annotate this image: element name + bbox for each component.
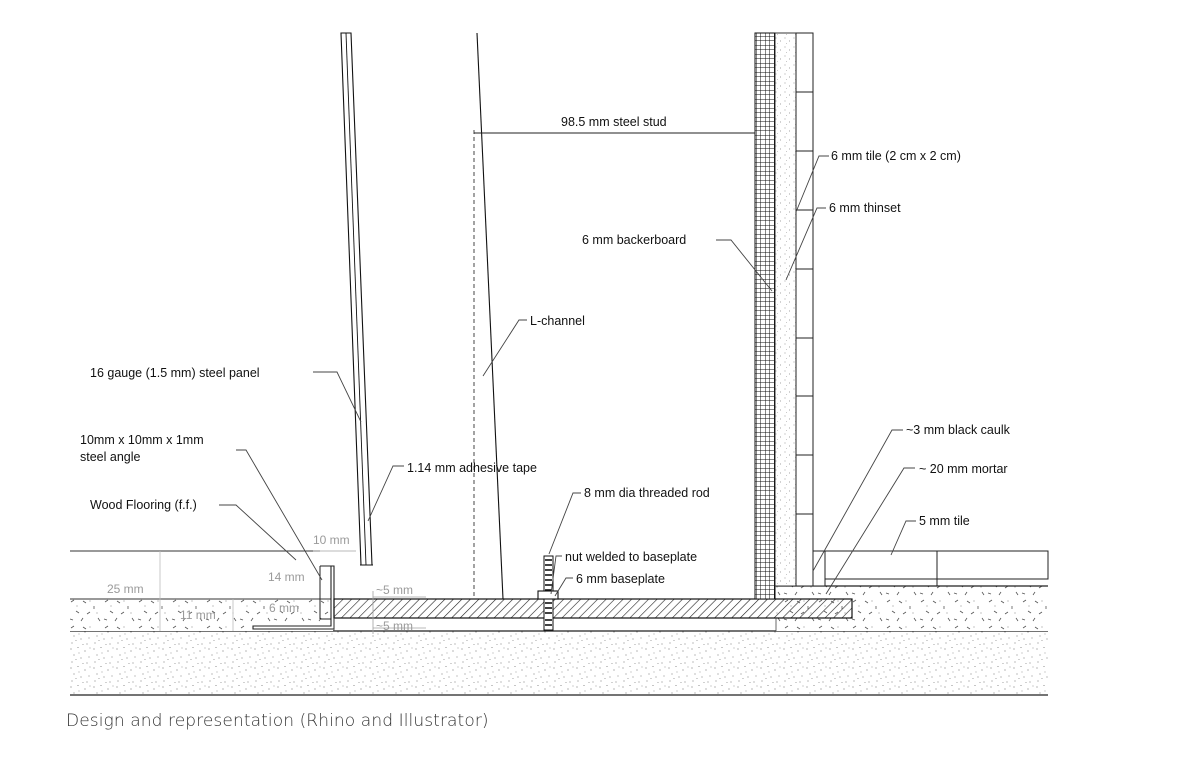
dim-11mm: 11 mm xyxy=(180,608,216,622)
label-nut: nut welded to baseplate xyxy=(565,550,697,564)
label-steel-panel: 16 gauge (1.5 mm) steel panel xyxy=(90,366,260,380)
label-backerboard: 6 mm backerboard xyxy=(582,233,686,247)
dim-14mm: 14 mm xyxy=(268,570,305,584)
label-tile-5mm: 5 mm tile xyxy=(919,514,970,528)
caption: Design and representation (Rhino and Ill… xyxy=(66,711,489,731)
dim-25mm: 25 mm xyxy=(107,582,144,596)
label-baseplate: 6 mm baseplate xyxy=(576,572,665,586)
label-l-channel: L-channel xyxy=(530,314,585,328)
label-adhesive-tape: 1.14 mm adhesive tape xyxy=(407,461,537,475)
concrete-slab xyxy=(70,631,1048,695)
welded-nut xyxy=(537,590,559,600)
steel-angle xyxy=(252,565,335,630)
label-tile-2cm: 6 mm tile (2 cm x 2 cm) xyxy=(831,149,961,163)
baseplate xyxy=(333,598,853,619)
dim-gap-top: ~5 mm xyxy=(376,583,413,597)
thinset xyxy=(774,32,797,587)
label-steel-stud: 98.5 mm steel stud xyxy=(561,115,667,129)
wall-tile xyxy=(795,32,814,587)
label-wood-flooring: Wood Flooring (f.f.) xyxy=(90,498,197,512)
label-steel-angle-1: 10mm x 10mm x 1mm xyxy=(80,433,204,447)
l-channel xyxy=(476,32,504,600)
steel-panel xyxy=(340,32,373,566)
label-mortar: ~ 20 mm mortar xyxy=(919,462,1008,476)
dim-10mm: 10 mm xyxy=(313,533,350,547)
label-thinset: 6 mm thinset xyxy=(829,201,901,215)
floor-tile xyxy=(824,550,938,580)
label-threaded-rod: 8 mm dia threaded rod xyxy=(584,486,710,500)
dim-gap-bottom: ~5 mm xyxy=(376,619,413,633)
label-steel-angle-2: steel angle xyxy=(80,450,141,464)
dim-6mm: 6 mm xyxy=(269,601,299,615)
label-black-caulk: ~3 mm black caulk xyxy=(906,423,1011,437)
backerboard xyxy=(754,32,776,600)
